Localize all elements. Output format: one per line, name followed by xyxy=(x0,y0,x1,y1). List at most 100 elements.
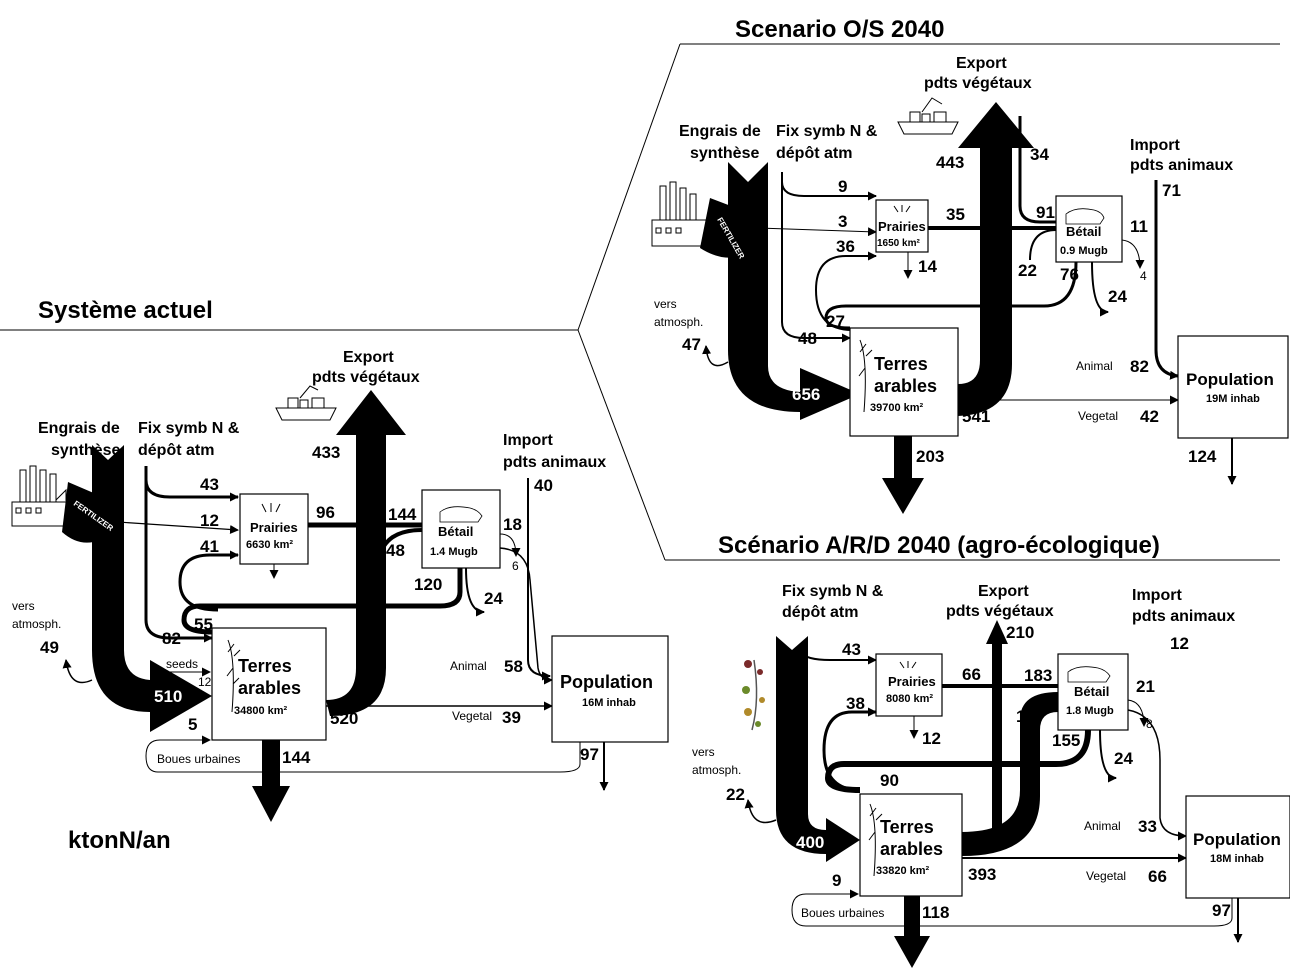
prairies-label-os: Prairies xyxy=(878,219,926,234)
export-label-1-actuel: Export xyxy=(343,349,394,366)
flow-os-betail-terres: 22 xyxy=(1018,261,1037,280)
vers-label-2-os: atmosph. xyxy=(654,315,703,329)
wheat-icon xyxy=(858,339,873,413)
flow-os-betail-24: 24 xyxy=(1108,287,1127,306)
seeds-label-actuel: seeds xyxy=(166,657,198,671)
fix-label-2: dépôt atm xyxy=(138,442,214,459)
flow-actuel-animal: 58 xyxy=(504,657,523,676)
betail-size-ard: 1.8 Mugb xyxy=(1066,705,1114,717)
flow-actuel-atmos: 49 xyxy=(40,638,59,657)
animal-label-os: Animal xyxy=(1076,359,1113,373)
vers-label-2-ard: atmosph. xyxy=(692,763,741,777)
cow-icon xyxy=(1065,208,1105,225)
flow-ard-terres-prairies: 38 xyxy=(846,694,865,713)
vers-label-2-actuel: atmosph. xyxy=(12,617,61,631)
population-label-ard: Population xyxy=(1193,830,1281,849)
flow-ard-atmos: 22 xyxy=(726,785,745,804)
engrais-label-2: synthèse xyxy=(51,442,120,459)
betail-size-actuel: 1.4 Mugb xyxy=(430,546,478,558)
title-ard: Scénario A/R/D 2040 (agro-écologique) xyxy=(718,532,1160,559)
flow-ard-betail-loss: 155 xyxy=(1052,731,1080,750)
flow-os-pop-out: 124 xyxy=(1188,447,1217,466)
flow-ard-fix-terres: 400 xyxy=(796,833,824,852)
export-label-2-actuel: pdts végétaux xyxy=(312,369,420,386)
flow-os-export-in: 34 xyxy=(1030,145,1049,164)
flow-ard-leach: 118 xyxy=(922,903,949,922)
export-flow-ard xyxy=(986,620,1008,834)
import-label-2-ard: pdts animaux xyxy=(1132,608,1235,625)
population-label-actuel: Population xyxy=(560,672,653,692)
terres-label-1-os: Terres xyxy=(874,354,928,374)
betail-size-os: 0.9 Mugb xyxy=(1060,245,1108,257)
prairies-area-actuel: 6630 km² xyxy=(246,539,293,551)
flow-os-fix-terres: 48 xyxy=(798,329,817,348)
flow-actuel-boues: 5 xyxy=(188,715,197,734)
terres-label-1-ard: Terres xyxy=(880,817,934,837)
flow-actuel-terres-out: 520 xyxy=(330,709,358,728)
terres-area-ard: 33820 km² xyxy=(876,865,930,877)
population-size-actuel: 16M inhab xyxy=(582,697,636,709)
flow-ard-animal: 33 xyxy=(1138,817,1157,836)
export-label-1-ard: Export xyxy=(978,583,1029,600)
prairies-area-ard: 8080 km² xyxy=(886,693,933,705)
prairies-label-actuel: Prairies xyxy=(250,520,298,535)
prairies-label-ard: Prairies xyxy=(888,674,936,689)
engrais-flow-os xyxy=(728,162,860,420)
ship-icon xyxy=(275,385,337,421)
diagram-actuel: FERTILIZER Engrais de synthèse Fix symb … xyxy=(11,349,669,822)
flow-os-atmos: 47 xyxy=(682,335,701,354)
box-terres-os xyxy=(849,327,959,437)
flow-actuel-pop-out: 97 xyxy=(580,745,599,764)
flow-os-terres-out: 541 xyxy=(962,407,990,426)
fix-flow-ard xyxy=(776,636,860,862)
box-population-actuel xyxy=(551,635,669,743)
flow-actuel-engrais-prairies: 12 xyxy=(200,511,219,530)
terres-label-2-os: arables xyxy=(874,376,937,396)
flow-os-betail-in: 91 xyxy=(1036,203,1055,222)
flow-ard-import: 12 xyxy=(1170,634,1189,653)
import-label-2-actuel: pdts animaux xyxy=(503,454,606,471)
leach-flow-os xyxy=(882,436,924,514)
ship-icon xyxy=(897,97,959,135)
flow-os-terres-27: 27 xyxy=(826,312,845,331)
box-terres-ard xyxy=(859,793,963,897)
export-label-2-ard: pdts végétaux xyxy=(946,603,1054,620)
vers-label-1-ard: vers xyxy=(692,745,715,759)
box-betail-ard xyxy=(1057,653,1129,731)
fix-label-1: Fix symb N & xyxy=(138,420,240,437)
vers-label-1-actuel: vers xyxy=(12,599,35,613)
flow-actuel-betail-24: 24 xyxy=(484,589,503,608)
flow-actuel-betail-terres: 48 xyxy=(386,541,405,560)
boues-label-ard: Boues urbaines xyxy=(801,906,884,920)
flow-actuel-import: 40 xyxy=(534,476,553,495)
export-flow-os xyxy=(958,102,1034,416)
flow-actuel-betail-pop: 18 xyxy=(503,515,522,534)
population-label-os: Population xyxy=(1186,370,1274,389)
fertilizer-bag-icon: FERTILIZER xyxy=(700,198,752,261)
flow-ard-boues: 9 xyxy=(832,871,841,890)
vegetal-label-actuel: Vegetal xyxy=(452,709,492,723)
box-prairies-ard xyxy=(875,653,943,717)
flow-actuel-betail-6: 6 xyxy=(512,559,519,573)
betail-label-ard: Bétail xyxy=(1074,684,1109,699)
flow-actuel-fix-prairies: 43 xyxy=(200,475,219,494)
import-label-1-os: Import xyxy=(1130,137,1180,154)
terres-betail-flow-ard xyxy=(962,692,1058,856)
vers-label-1-os: vers xyxy=(654,297,677,311)
flow-ard-prairies-loss: 12 xyxy=(922,729,941,748)
wheat-icon xyxy=(226,639,241,713)
export-label-1-os: Export xyxy=(956,55,1007,72)
flow-ard-betail-terres: 117 xyxy=(1016,707,1043,726)
flow-ard-terres-out: 393 xyxy=(968,865,996,884)
flow-ard-terres-90: 90 xyxy=(880,771,899,790)
import-label-2-os: pdts animaux xyxy=(1130,157,1233,174)
flow-os-import: 71 xyxy=(1162,181,1181,200)
engrais-flow xyxy=(92,445,212,732)
frame-lines xyxy=(0,43,1280,561)
leach-flow-actuel xyxy=(252,740,290,822)
flow-os-vegetal: 42 xyxy=(1140,407,1159,426)
flow-os-betail-4: 4 xyxy=(1140,269,1147,283)
engrais-label-2-os: synthèse xyxy=(690,145,759,162)
flow-actuel-seeds: 12 xyxy=(198,675,212,689)
flow-ard-betail-24: 24 xyxy=(1114,749,1133,768)
